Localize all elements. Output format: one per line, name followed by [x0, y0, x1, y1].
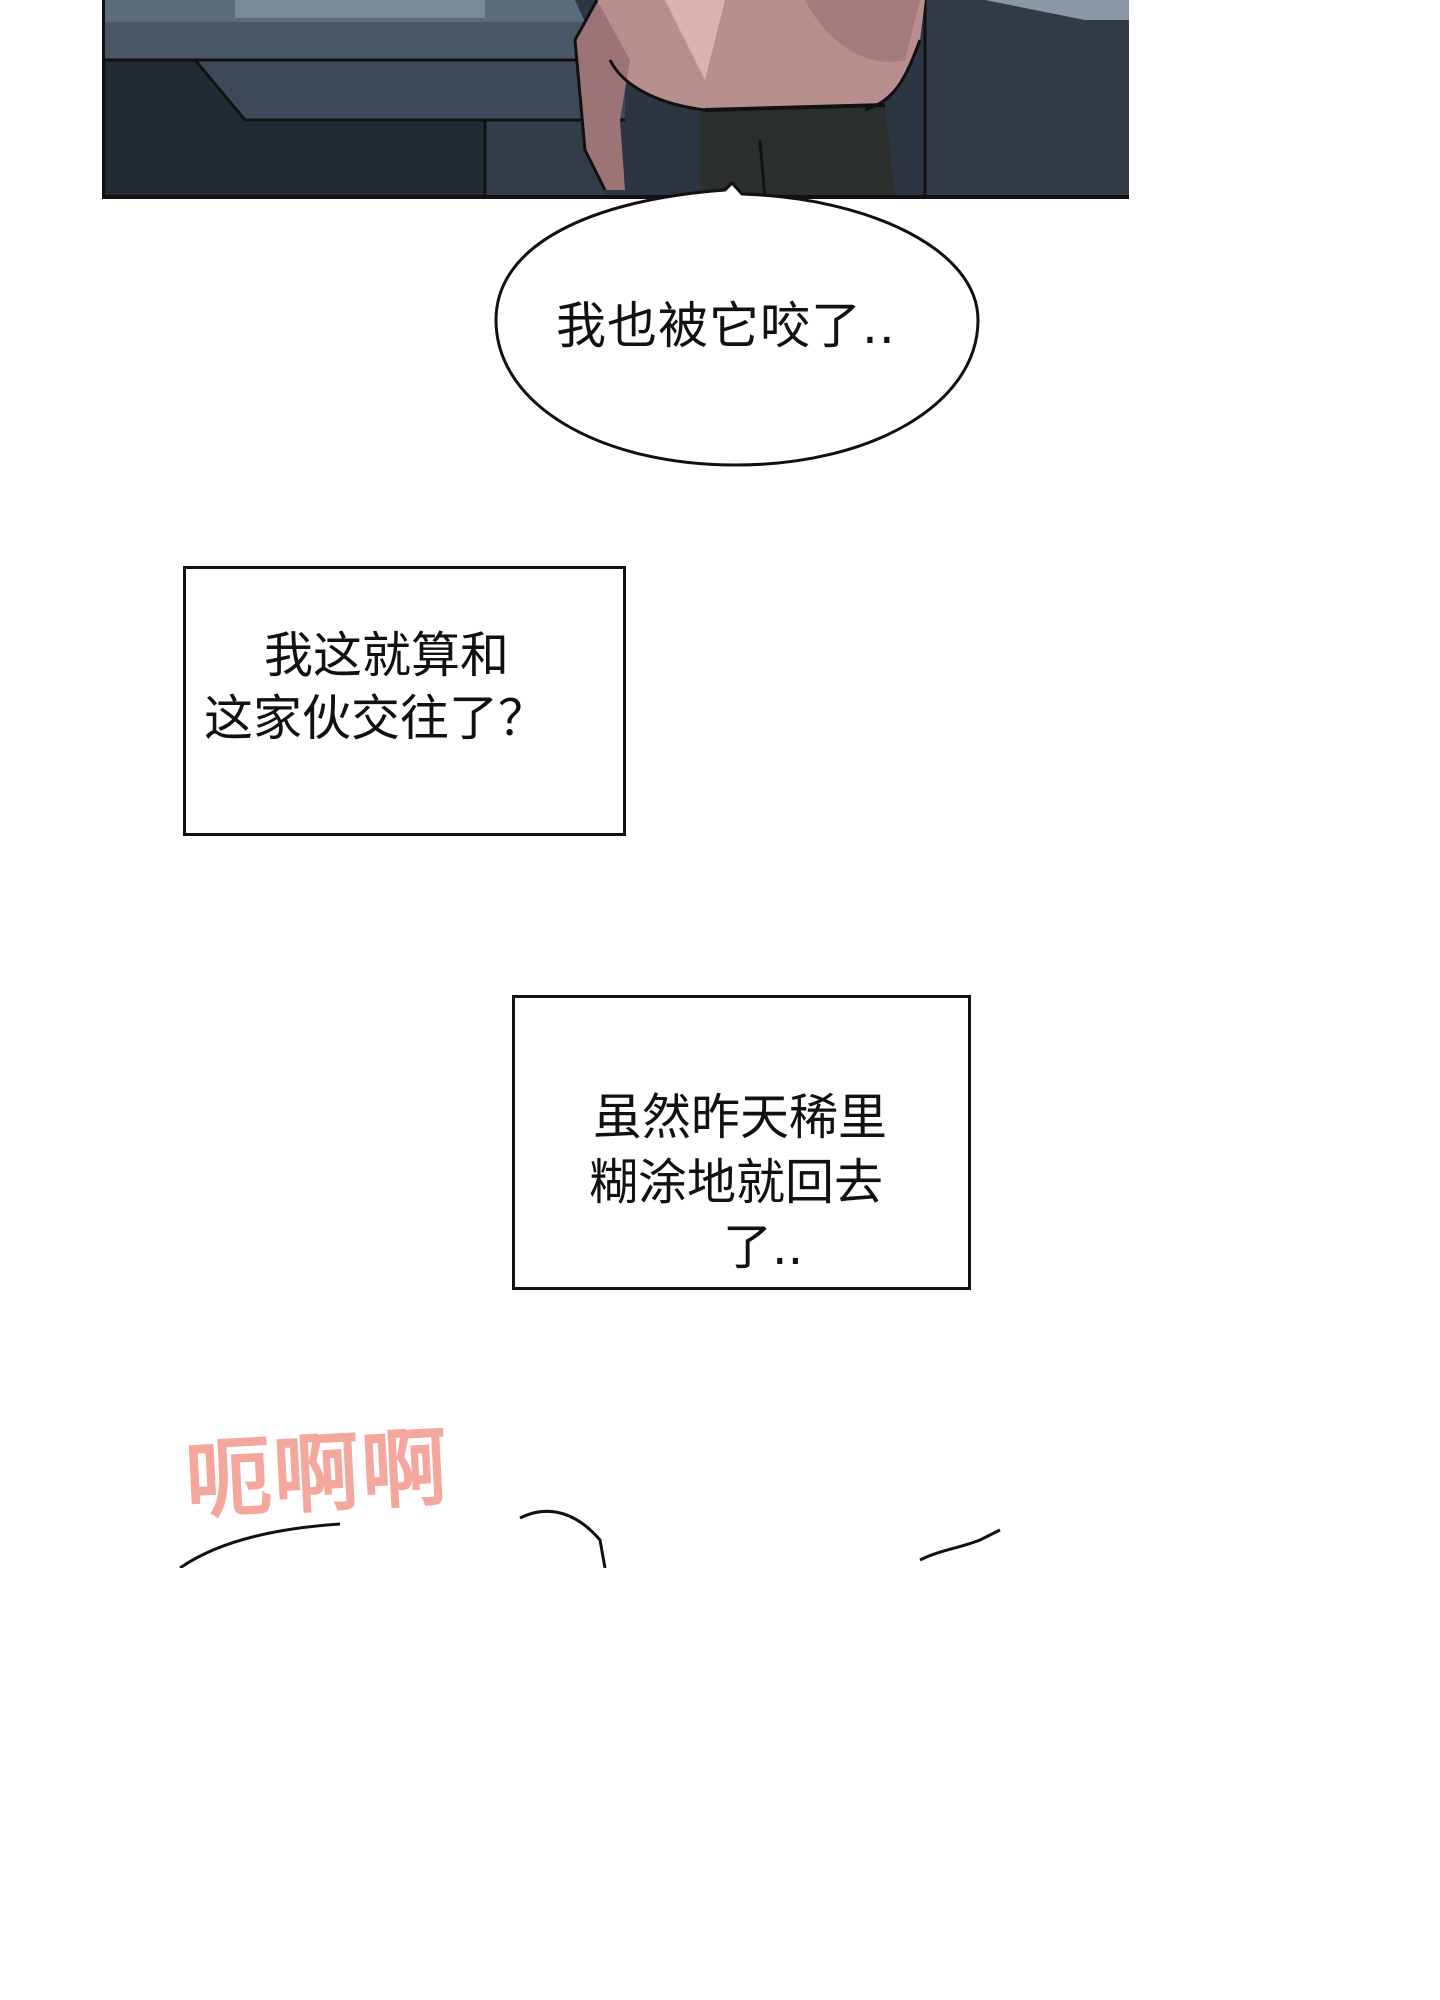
bottom-bubble-shape: [179, 1509, 1001, 1570]
narration-box-2: 虽然昨天稀里 糊涂地就回去 了..: [512, 995, 971, 1290]
narration-2-line-2: 糊涂地就回去: [589, 1154, 884, 1211]
narration-1-line-1: 我这就算和: [264, 627, 510, 684]
narration-box-1: 我这就算和 这家伙交往了？: [183, 566, 626, 836]
narration-2-line-1: 虽然昨天稀里: [593, 1089, 888, 1146]
narration-1-line-2: 这家伙交往了？: [204, 690, 548, 747]
panel-illustration: [105, 0, 1129, 195]
speech-bubble-outline: [494, 180, 980, 467]
narration-2-line-3: 了..: [723, 1219, 804, 1276]
speech-bubble-text: 我也被它咬了..: [556, 297, 896, 355]
top-art-panel: [102, 0, 1129, 199]
bottom-bubble-outline: [160, 1500, 1020, 1570]
speech-bubble: 我也被它咬了..: [470, 180, 990, 480]
